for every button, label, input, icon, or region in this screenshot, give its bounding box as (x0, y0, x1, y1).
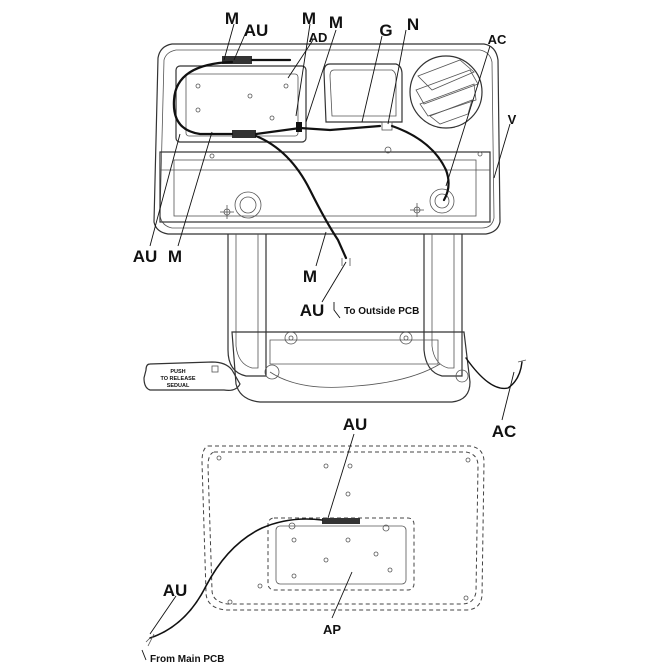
wire-harness-bottom (149, 518, 323, 639)
callout-au: AU (343, 415, 368, 434)
callout-ap: AP (323, 622, 341, 637)
console-assembly (153, 43, 501, 235)
callout-ad: AD (309, 30, 328, 45)
note-to-outside-pcb: To Outside PCB (344, 306, 419, 317)
release-label-line1: PUSH (170, 369, 185, 375)
release-label-line2: TO RELEASE (160, 376, 195, 382)
callout-au: AU (133, 247, 158, 266)
display-window (323, 63, 403, 123)
callout-n: N (407, 15, 419, 34)
crosshair (410, 203, 424, 217)
callout-labels: M AU M M AD G N AC V AU M M AU To Outsid… (133, 9, 517, 665)
callout-m: M (302, 9, 316, 28)
connector (232, 130, 256, 138)
rear-cover (201, 445, 485, 611)
callout-au: AU (163, 581, 188, 600)
ac-cord (465, 357, 523, 390)
mount-hole (429, 188, 455, 214)
console-housing (153, 43, 501, 235)
remote-pcb (267, 517, 415, 591)
leader-lines (141, 23, 515, 661)
callout-ac: AC (488, 32, 507, 47)
connector (322, 518, 360, 524)
control-board (175, 65, 307, 143)
stand (227, 234, 471, 403)
note-from-main-pcb: From Main PCB (150, 654, 224, 665)
wire-harness-top (172, 58, 450, 260)
connector (296, 122, 302, 132)
speaker-grille (409, 55, 483, 129)
callout-ac: AC (492, 422, 517, 441)
crosshair (220, 205, 234, 219)
callout-m: M (225, 9, 239, 28)
lower-panel-inner (173, 159, 477, 217)
console-housing-inner (159, 49, 495, 229)
callout-au: AU (300, 301, 325, 320)
callout-g: G (379, 21, 392, 40)
callout-v: V (508, 112, 517, 127)
callout-m: M (168, 247, 182, 266)
callout-m: M (329, 13, 343, 32)
mount-hole (234, 191, 262, 219)
connector (222, 56, 252, 64)
release-handle: PUSH TO RELEASE SEDUAL (143, 361, 241, 391)
callout-au: AU (244, 21, 269, 40)
callout-m: M (303, 267, 317, 286)
release-label-line3: SEDUAL (167, 383, 190, 389)
lower-panel (159, 151, 491, 223)
